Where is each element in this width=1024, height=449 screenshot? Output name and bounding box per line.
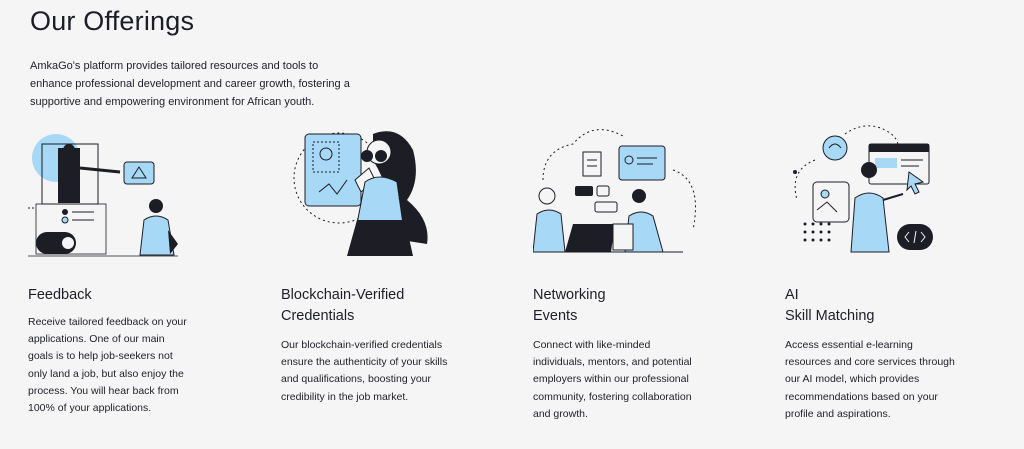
feedback-illustration [28,134,178,257]
card-body-ai: Access essential e-learning resources an… [785,339,955,420]
card-title-ai: AI Skill Matching [785,285,985,327]
card-title-networking: Networking Events [533,285,733,327]
card-title-line: AI [785,287,799,303]
card-title-blockchain: Blockchain-Verified Credentials [281,285,481,327]
credentials-illustration [293,131,428,256]
card-body-blockchain: Our blockchain-verified credentials ensu… [281,339,448,403]
networking-illustration [533,129,696,253]
card-title-line: Feedback [28,287,92,303]
card-body-feedback: Receive tailored feedback on your applic… [28,316,187,415]
card-title-line: Networking [533,287,606,303]
page-title: Our Offerings [30,6,195,36]
card-title-line: Events [533,308,578,324]
card-title-feedback: Feedback [28,285,228,306]
card-body-networking: Connect with like-minded individuals, me… [533,339,692,420]
card-title-line: Credentials [281,308,355,324]
intro-text: AmkaGo's platform provides tailored reso… [30,60,350,108]
card-title-line: Skill Matching [785,308,875,324]
card-title-line: Blockchain-Verified [281,287,405,303]
ai-illustration [793,125,933,253]
